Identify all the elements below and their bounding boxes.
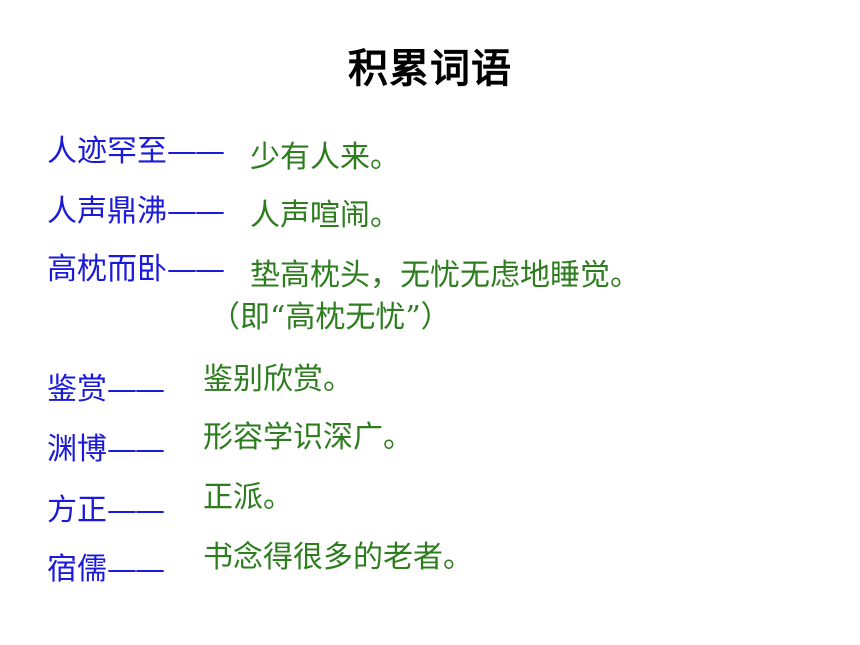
- page-title: 积累词语: [348, 46, 512, 92]
- term-dash: ——: [167, 134, 225, 169]
- term-entry: 高枕而卧——: [47, 252, 225, 288]
- term-definition: 垫高枕头，无忧无虑地睡觉。: [250, 258, 640, 293]
- term-definition: 形容学识深广。: [203, 420, 413, 455]
- term-definition: 少有人来。: [250, 140, 400, 175]
- term-note: （即“高枕无忧”）: [210, 300, 451, 335]
- term-entry: 方正——: [47, 493, 165, 529]
- term-definition: 正派。: [203, 480, 293, 515]
- term-definition: 书念得很多的老者。: [203, 540, 473, 575]
- term-definition: 鉴别欣赏。: [203, 362, 353, 397]
- term-word: 人声鼎沸: [47, 194, 167, 229]
- term-entry: 渊博——: [47, 432, 165, 468]
- term-entry: 人迹罕至——: [47, 134, 225, 170]
- term-word: 渊博: [47, 432, 107, 467]
- term-dash: ——: [167, 194, 225, 229]
- term-dash: ——: [167, 252, 225, 287]
- term-word: 鉴赏: [47, 372, 107, 407]
- term-word: 宿儒: [47, 552, 107, 587]
- term-word: 人迹罕至: [47, 134, 167, 169]
- term-entry: 宿儒——: [47, 552, 165, 588]
- term-dash: ——: [107, 372, 165, 407]
- term-entry: 人声鼎沸——: [47, 194, 225, 230]
- term-word: 高枕而卧: [47, 252, 167, 287]
- term-definition: 人声喧闹。: [250, 198, 400, 233]
- term-word: 方正: [47, 493, 107, 528]
- term-dash: ——: [107, 552, 165, 587]
- term-dash: ——: [107, 432, 165, 467]
- term-entry: 鉴赏——: [47, 372, 165, 408]
- term-dash: ——: [107, 493, 165, 528]
